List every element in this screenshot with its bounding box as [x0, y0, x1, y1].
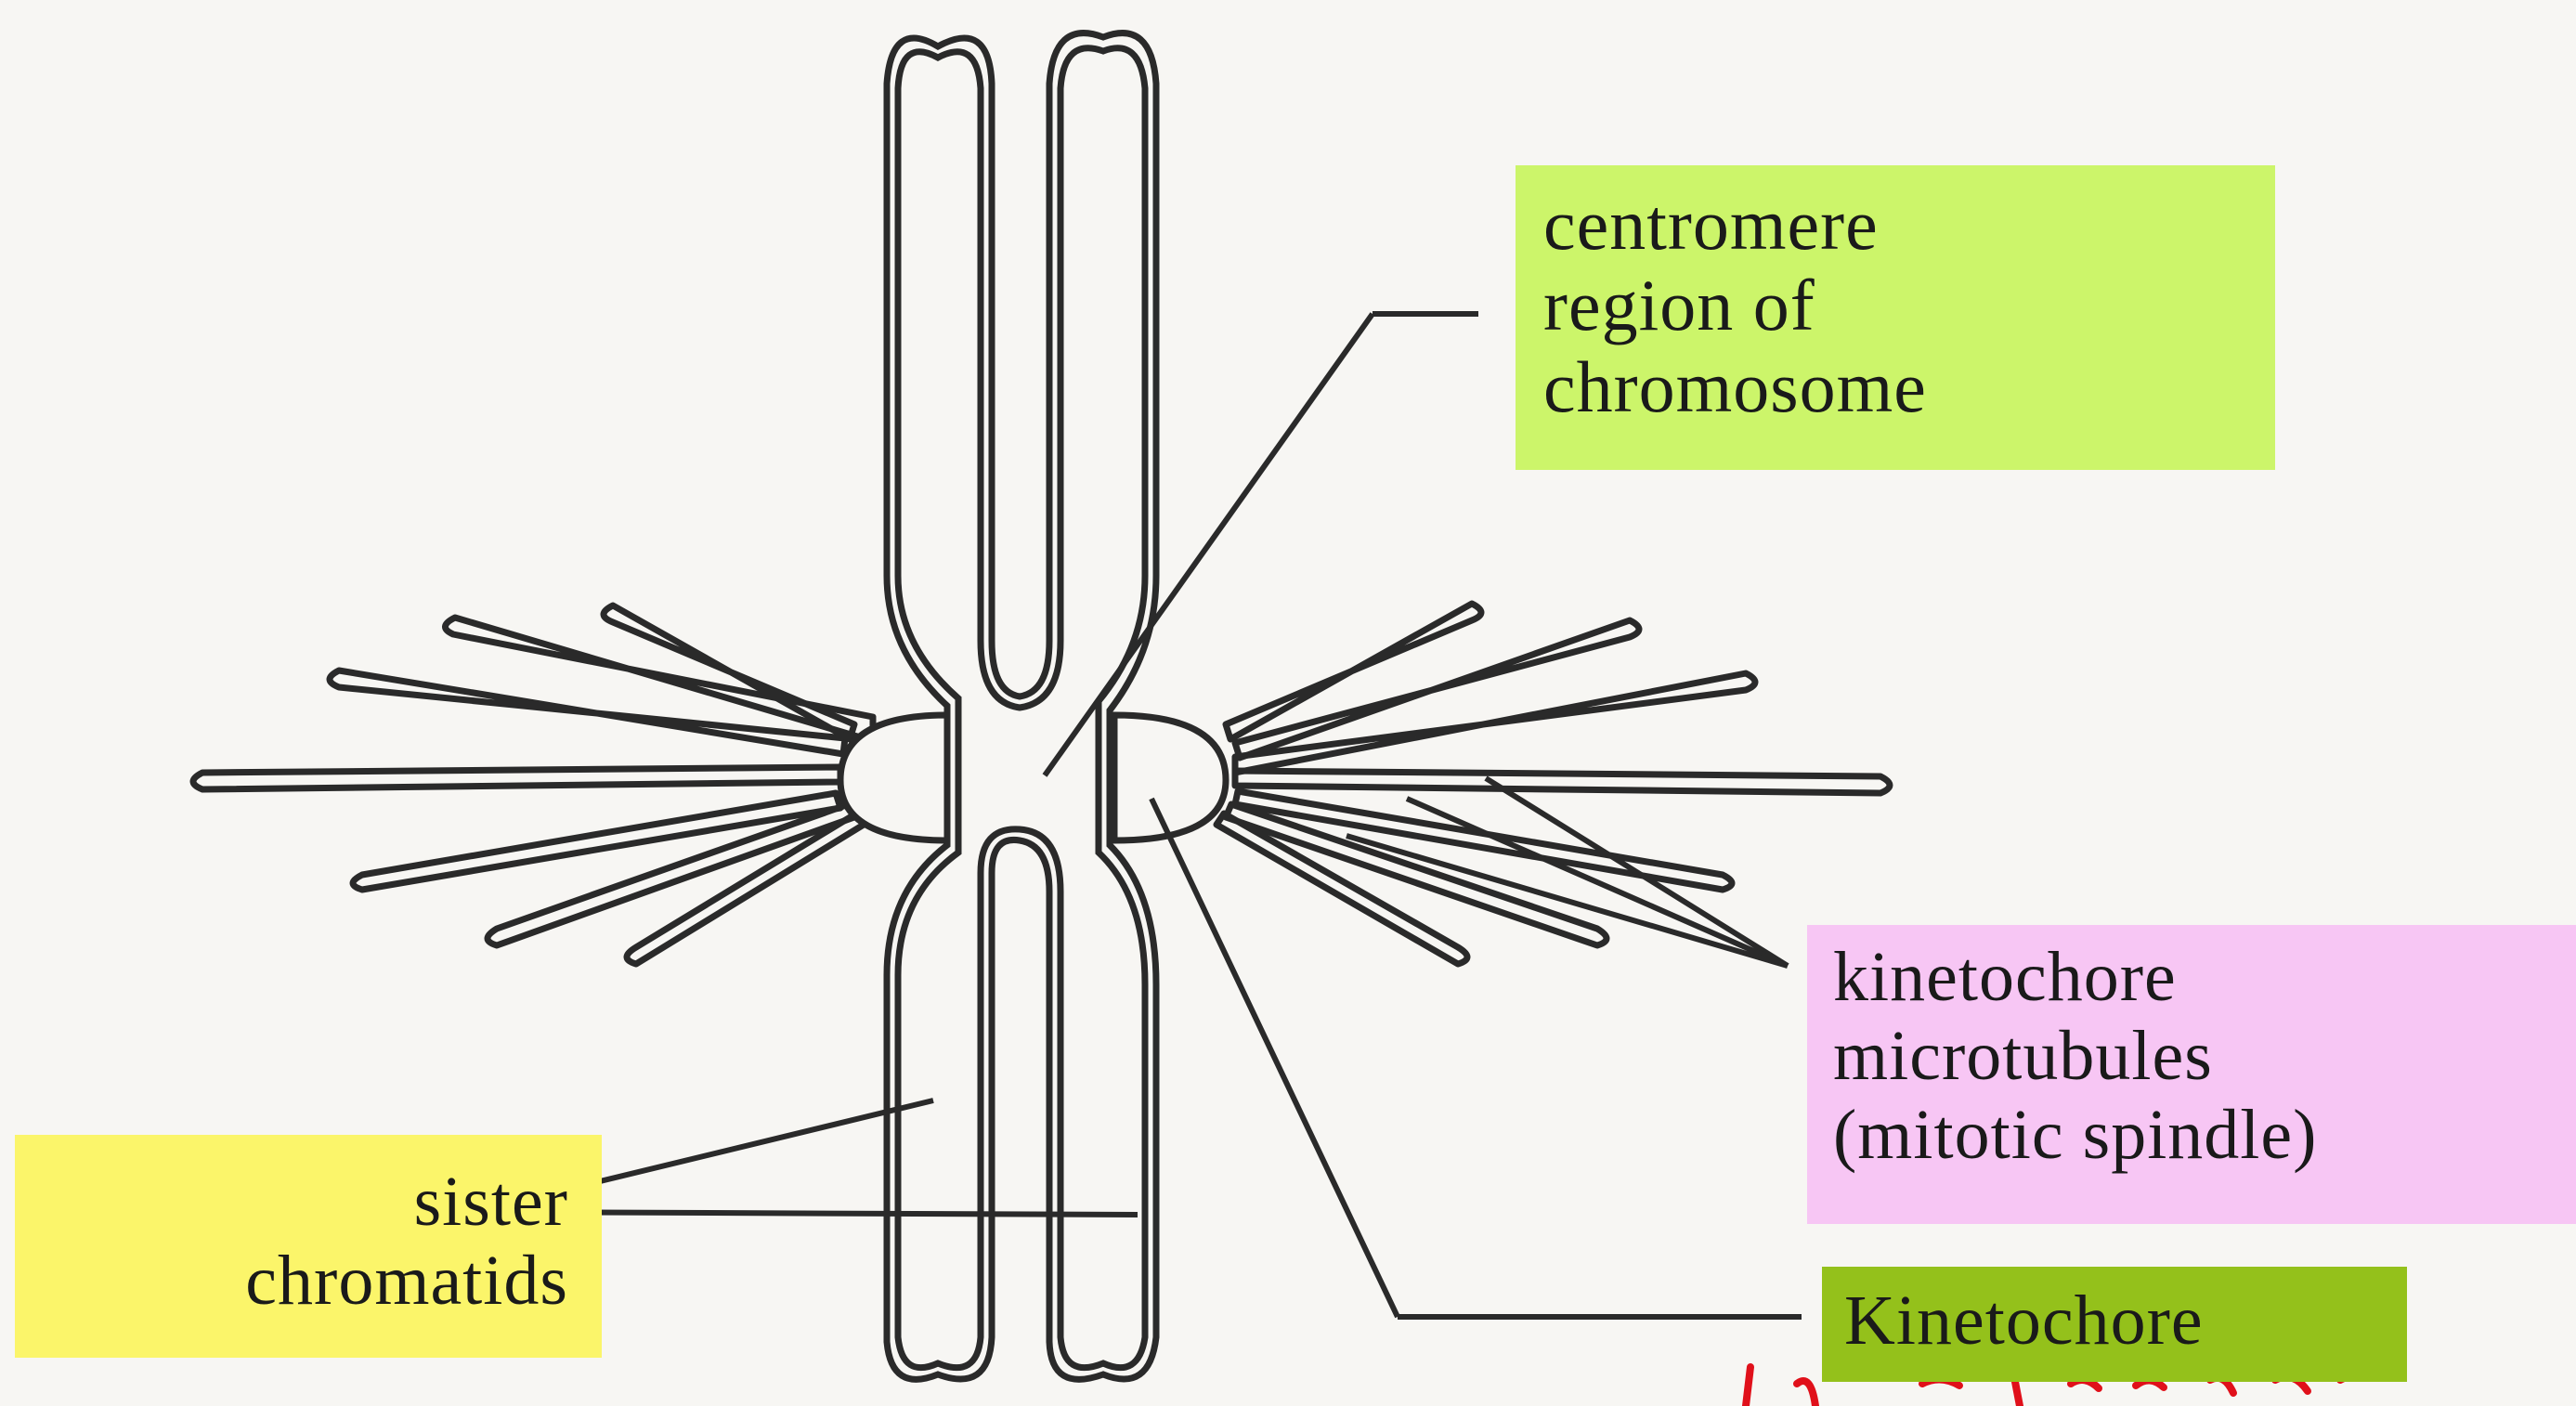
left-sister-chromatid [887, 33, 1156, 1380]
label-line: kinetochore [1833, 938, 2550, 1017]
leader-microtubule-a [1486, 778, 1788, 966]
leader-microtubule-c [1347, 836, 1788, 966]
leader-centromere-diag [1045, 314, 1373, 775]
microtubule [1235, 620, 1639, 758]
microtubule [353, 793, 840, 890]
label-line: Kinetochore [1844, 1282, 2385, 1360]
microtubule [1235, 771, 1890, 793]
right-microtubules [1216, 604, 1890, 964]
label-line: chromatids [48, 1242, 568, 1321]
label-kinetochore: Kinetochore [1822, 1267, 2407, 1382]
label-line: chromosome [1543, 346, 2247, 427]
label-sister-chromatids: sister chromatids [15, 1135, 602, 1358]
leader-kinetochore-diag [1151, 799, 1398, 1317]
label-line: centromere [1543, 184, 2247, 265]
label-line: microtubules [1833, 1017, 2550, 1096]
label-line: region of [1543, 265, 2247, 345]
right-kinetochore-plate [1114, 715, 1226, 840]
microtubule [193, 767, 840, 789]
label-kinetochore-microtubules: kinetochore microtubules (mitotic spindl… [1807, 925, 2576, 1224]
label-centromere-region: centromere region of chromosome [1516, 165, 2275, 470]
label-line: sister [48, 1163, 568, 1242]
label-line: (mitotic spindle) [1833, 1096, 2550, 1175]
left-microtubules [193, 605, 873, 964]
